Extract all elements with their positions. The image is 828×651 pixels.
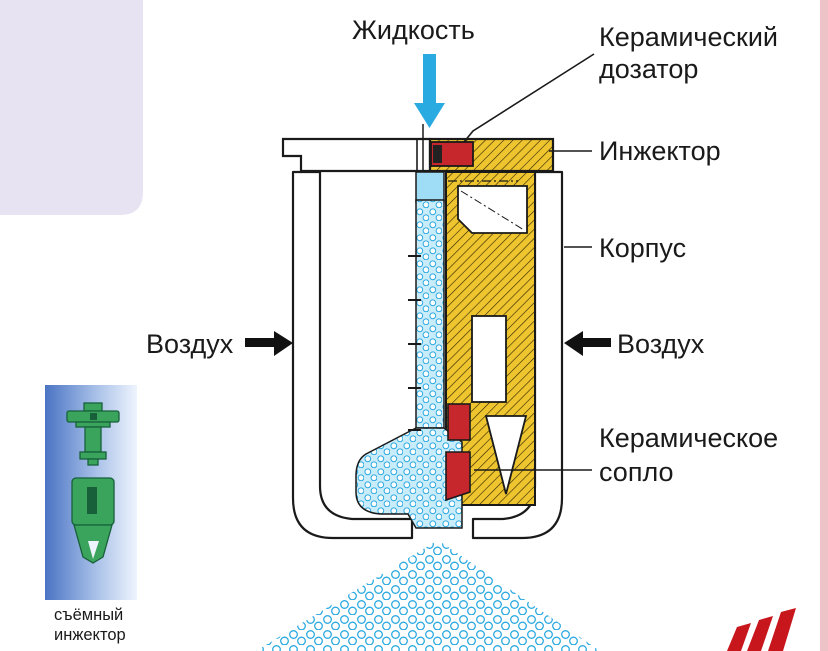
liquid-column-bubbly [415, 199, 445, 429]
label-air-left: Воздух [146, 329, 234, 359]
doser-orifice [433, 145, 442, 163]
liquid-flow-arrow [414, 54, 445, 128]
red-mark-stroke-1 [727, 623, 751, 651]
red-partial-logo [727, 608, 796, 651]
inset-caption-line2: инжектор [54, 626, 126, 644]
air-arrow-right [564, 331, 611, 356]
ceramic-nozzle-upper [447, 403, 471, 441]
injector-bottom-notch [484, 415, 528, 495]
air-arrow-left [245, 331, 293, 356]
label-ceramic-doser-line2: дозатор [599, 54, 698, 84]
label-ceramic-nozzle-line2: сопло [599, 457, 674, 487]
inset-part-step [75, 421, 111, 428]
cap-left [281, 137, 432, 173]
inset-skirt-notch [88, 541, 99, 559]
inset-part-flange [79, 451, 107, 460]
lavender-corner-panel [0, 0, 143, 215]
venturi-tick-marks [408, 255, 421, 431]
leader-ceramic-doser [463, 53, 595, 143]
housing-left-wall [291, 170, 414, 540]
injector-insert-socket [457, 185, 528, 234]
inset-body-slot [87, 487, 97, 514]
inset-part-tip [87, 458, 99, 466]
injector-mid-cavity [471, 315, 507, 403]
liquid-column-solid [415, 171, 445, 203]
red-mark-stroke-3 [768, 608, 796, 651]
socket-axis-line [460, 190, 525, 231]
label-injector: Инжектор [599, 136, 721, 166]
mixing-chamber-cup [355, 427, 463, 529]
inset-part-knob [83, 402, 103, 412]
red-mark-stroke-2 [747, 616, 773, 651]
inset-caption-line1: съёмный [54, 606, 123, 624]
pink-edge-strip [820, 0, 828, 651]
label-ceramic-doser-line1: Керамический [599, 22, 778, 52]
label-air-right: Воздух [617, 329, 705, 359]
inset-part-stem [84, 426, 102, 453]
spray-droplets-cone [256, 540, 600, 651]
ceramic-nozzle-lower [445, 451, 471, 502]
label-liquid: Жидкость [352, 15, 475, 45]
label-housing: Корпус [599, 233, 686, 263]
inset-bar-slot [90, 413, 97, 420]
label-ceramic-nozzle-line1: Керамическое [599, 423, 778, 453]
